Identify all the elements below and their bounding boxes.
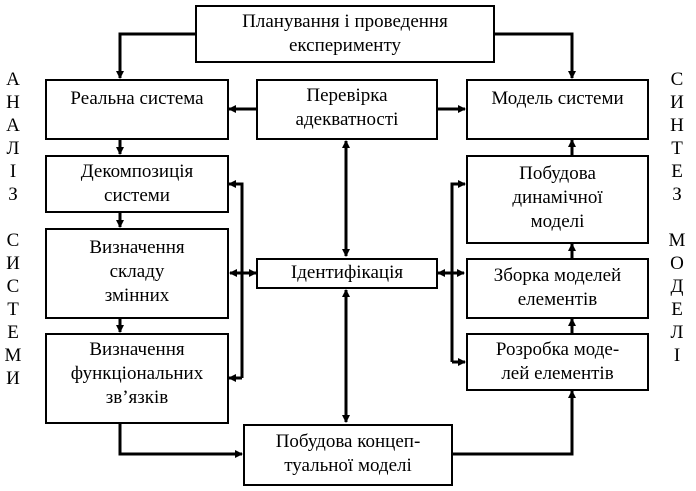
label-letter: І — [9, 161, 17, 182]
node-label: Планування і проведення — [242, 11, 448, 32]
node-label: елементів — [517, 289, 598, 310]
node-label: Розробка моде- — [495, 339, 620, 360]
node-label: Побудова — [519, 163, 596, 184]
edge-functional-to-conceptual — [118, 423, 243, 458]
label-letter: І — [673, 345, 681, 366]
node-conceptual-model: Побудова концеп- туальної моделі — [243, 424, 453, 486]
edge-left-bus-to-decomposition — [228, 180, 244, 378]
label-letter: С — [670, 69, 684, 90]
label-letter: З — [8, 184, 18, 205]
label-letter: И — [670, 92, 684, 113]
label-letter: А — [6, 115, 20, 136]
label-letter: Е — [7, 322, 19, 343]
node-adequacy-check: Перевірка адекватності — [256, 79, 438, 140]
edge-planning-to-system-model — [495, 32, 576, 79]
node-planning: Планування і проведення експерименту — [195, 5, 495, 63]
label-letter: Л — [6, 138, 20, 159]
node-label: Визначення — [89, 237, 185, 258]
node-element-models: Розробка моде- лей елементів — [466, 333, 649, 391]
edge-right-bus-to-dynamic — [450, 180, 466, 362]
left-vertical-label: А Н А Л І З С И С Т Е М И — [1, 68, 25, 390]
node-label: лей елементів — [501, 363, 614, 384]
label-letter: И — [6, 253, 20, 274]
node-label: Ідентифікація — [290, 262, 404, 283]
node-label: Перевірка — [306, 85, 388, 106]
node-label: Реальна система — [70, 88, 204, 109]
node-real-system: Реальна система — [45, 79, 229, 140]
label-letter: Е — [671, 299, 683, 320]
node-assembly: Зборка моделей елементів — [466, 258, 649, 319]
node-functional-links: Визначення функціональних зв’язків — [45, 333, 229, 424]
edge-planning-to-real-system — [116, 32, 195, 79]
label-letter: Л — [670, 322, 684, 343]
label-letter: Д — [670, 276, 684, 297]
node-label: туальної моделі — [284, 455, 412, 476]
label-letter: З — [672, 184, 682, 205]
node-label: моделі — [530, 211, 585, 232]
label-letter: М — [4, 345, 22, 366]
right-vertical-label: С И Н Т Е З М О Д Е Л І — [665, 68, 689, 367]
node-label: Декомпозиція — [80, 161, 194, 182]
label-letter: М — [668, 230, 686, 251]
edge-conceptual-to-element-models — [452, 390, 576, 456]
node-dynamic-model: Побудова динамічної моделі — [466, 155, 649, 244]
node-variables: Визначення складу змінних — [45, 228, 229, 319]
label-letter: Е — [671, 161, 683, 182]
label-letter: Т — [671, 138, 683, 159]
node-label: адекватності — [295, 109, 399, 130]
node-decomposition: Декомпозиція системи — [45, 155, 229, 213]
label-letter: Т — [7, 299, 19, 320]
node-label: Побудова концеп- — [275, 431, 421, 452]
node-label: системи — [104, 185, 170, 206]
label-letter: С — [6, 230, 20, 251]
node-label: Визначення — [89, 339, 185, 360]
label-letter: Н — [670, 115, 684, 136]
node-label: змінних — [104, 285, 170, 306]
label-letter: Н — [6, 92, 20, 113]
label-letter: А — [6, 69, 20, 90]
node-label: Модель системи — [491, 88, 624, 109]
label-letter: О — [670, 253, 684, 274]
node-identification: Ідентифікація — [256, 258, 438, 289]
label-letter: С — [6, 276, 20, 297]
node-label: Зборка моделей — [493, 265, 622, 286]
label-letter — [665, 206, 689, 229]
node-label: експерименту — [288, 35, 402, 56]
node-label: динамічної — [512, 187, 603, 208]
label-letter: И — [6, 368, 20, 389]
node-label: зв’язків — [105, 387, 169, 408]
node-label: складу — [109, 261, 165, 282]
label-letter — [1, 206, 25, 229]
node-label: функціональних — [70, 363, 204, 384]
node-system-model: Модель системи — [466, 79, 649, 140]
